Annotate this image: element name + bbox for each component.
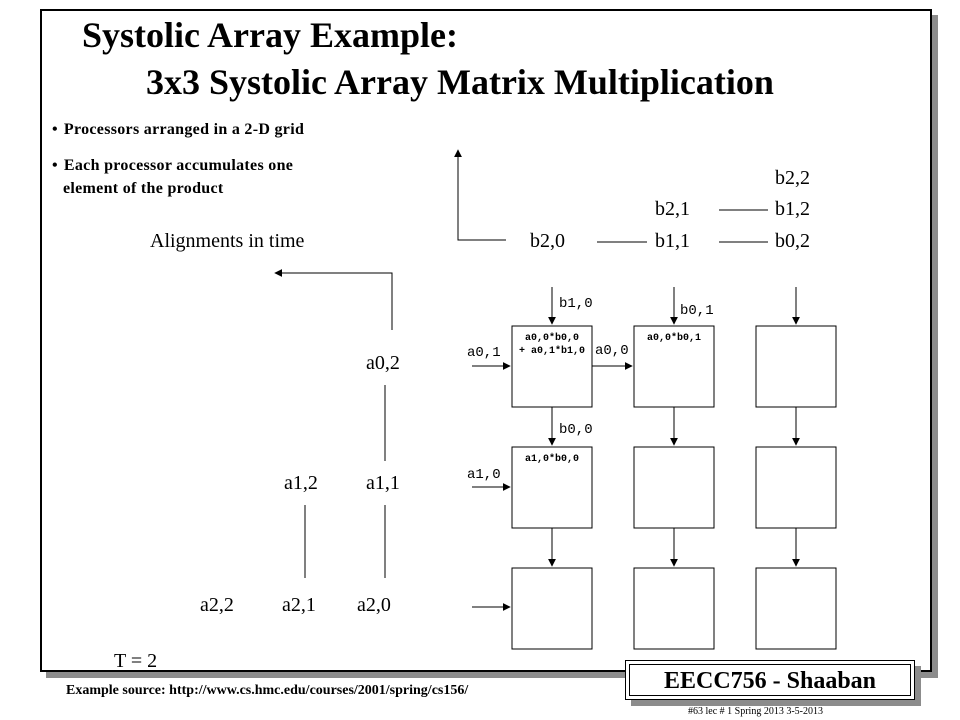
bullet-marker: • [52,157,58,174]
b-input-b21: b2,1 [655,198,690,220]
title-line-2: 3x3 Systolic Array Matrix Multiplication [146,62,774,102]
grid-label-b01: b0,1 [680,303,714,319]
pe-1-2 [755,446,837,529]
bullet-1-text: Processors arranged in a 2-D grid [63,121,305,138]
pe-0-1-text: a0,0*b0,1 [646,333,701,344]
b-input-b20: b2,0 [530,230,565,252]
b-input-b02: b0,2 [775,230,810,252]
pe-0-0-line-1: a0,0*b0,0 [524,333,579,344]
alignments-label: Alignments in time [150,230,305,252]
pe-1-0-text: a1,0*b0,0 [524,454,579,465]
b-input-b12: b1,2 [775,198,810,220]
b-input-b22: b2,2 [775,167,810,189]
slide-footer: #63 lec # 1 Spring 2013 3-5-2013 [688,706,823,717]
pe-0-1 [633,325,715,408]
time-label: T = 2 [114,650,158,672]
pe-1-1 [633,446,715,529]
a-input-a12: a1,2 [284,472,318,494]
grid-label-b00: b0,0 [559,422,593,438]
grid-label-a00: a0,0 [595,343,629,359]
grid-label-b10: b1,0 [559,296,593,312]
bullet-2-text: Each processor accumulates one [63,157,294,174]
a-direction-arrow [274,269,393,330]
a-input-a11: a1,1 [366,472,400,494]
grid-label-a01: a0,1 [467,345,501,361]
pe-1-0 [511,446,593,529]
b-direction-arrow [454,149,506,241]
pe-2-2 [755,567,837,650]
course-badge: EECC756 - Shaaban [625,660,915,700]
pe-0-0-line-2: + a0,1*b1,0 [518,346,585,357]
pe-2-0 [511,567,593,650]
a-input-a20: a2,0 [357,594,391,616]
pe-0-2 [755,325,837,408]
bullet-2: • Each processor accumulates one [52,157,293,175]
a-input-a22: a2,2 [200,594,234,616]
course-badge-text: EECC756 - Shaaban [629,664,911,696]
pe-2-1 [633,567,715,650]
title-line-1: Systolic Array Example: [82,15,458,55]
b-input-b11: b1,1 [655,230,690,252]
a-input-a21: a2,1 [282,594,316,616]
bullet-marker: • [52,121,58,138]
bullet-2-continuation: element of the product [63,180,224,197]
bullet-1: • Processors arranged in a 2-D grid [52,121,304,139]
example-source: Example source: http://www.cs.hmc.edu/co… [66,683,469,698]
a-input-a02: a0,2 [366,352,400,374]
grid-label-a10: a1,0 [467,467,501,483]
